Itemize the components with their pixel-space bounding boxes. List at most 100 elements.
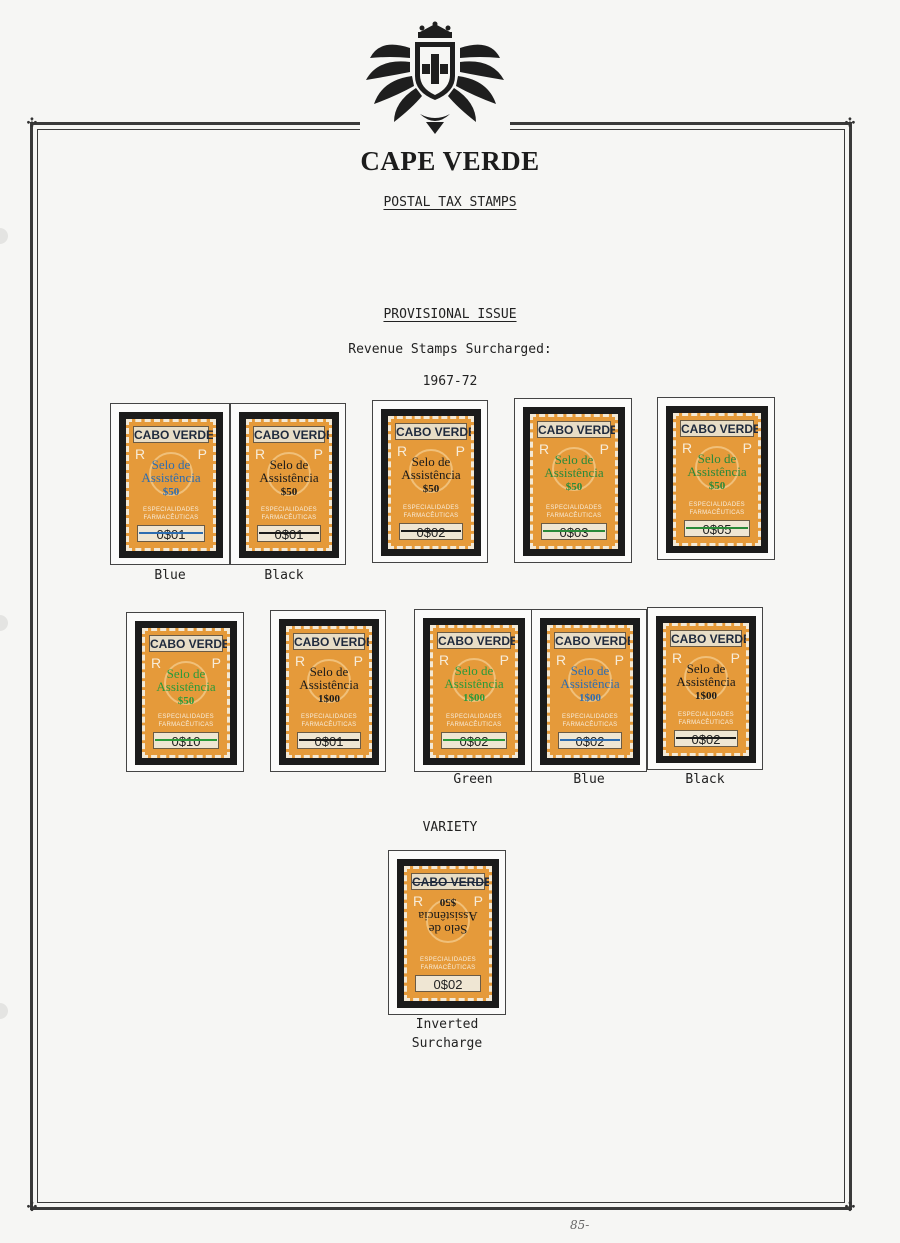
stamp-country-label: CABO VERDE [411,873,492,890]
binder-hole [0,228,8,244]
stamp-emblem-icon [164,661,208,705]
spec-line2: FARMACÊUTICAS [446,722,502,728]
stamp-emblem-icon [149,452,193,496]
stamp-emblem-icon [552,447,596,491]
surcharge-line1: Selo de [454,663,494,678]
stamp-emblem-icon [568,658,612,702]
stamp-emblem-icon [426,899,470,943]
spec-line1: ESPECIALIDADES [562,714,618,720]
spec-line2: FARMACÊUTICAS [420,965,476,971]
stamp-letter-p: P [197,446,207,462]
corner-ornament-icon: ✣ [844,1200,856,1215]
surcharge-value: $50 [280,486,298,498]
stamp-value-label: 0$05 [684,520,750,537]
surcharge-line1: Selo de [554,452,594,467]
stamp-country-label: CABO VERDE [680,420,761,437]
section-heading: PROVISIONAL ISSUE [383,307,517,322]
stamp-country-label: CABO VERDE [395,423,474,440]
surcharge-line1: Selo de [428,922,468,937]
stamp-letter-p: P [614,652,624,668]
surcharge-value: 1$00 [695,690,717,702]
obliterating-bar [543,530,605,532]
spec-line1: ESPECIALIDADES [446,714,502,720]
stamp-letter-p: P [353,653,363,669]
spec-line2: FARMACÊUTICAS [261,515,317,521]
variety-caption-line1: Inverted [415,1017,479,1032]
spec-line1: ESPECIALIDADES [158,714,214,720]
obliterating-bar [155,739,217,741]
spec-line1: ESPECIALIDADES [261,507,317,513]
surcharge-line2: Assistência [141,470,201,485]
surcharge-value: 1$00 [579,692,601,704]
stamp-value-label: 0$01 [297,732,361,749]
spec-line1: ESPECIALIDADES [420,957,476,963]
spec-line2: FARMACÊUTICAS [403,513,459,519]
stamp-letter-p: P [499,652,509,668]
stamp-country-label: CABO VERDE [149,635,230,652]
stamp-letter-r: R [151,655,162,671]
stamp-letter-p: P [313,446,323,462]
surcharge-value: 1$00 [463,692,485,704]
binder-hole [0,615,8,631]
surcharge-value: $50 [162,486,180,498]
stamp-country-label: CABO VERDE [437,632,518,649]
corner-ornament-icon: ✣ [844,116,856,131]
stamp-spec-text: ESPECIALIDADES FARMACÊUTICAS [435,713,513,729]
surcharge-line1: Selo de [151,457,191,472]
stamp-country-label: CABO VERDE [670,630,749,647]
spec-line1: ESPECIALIDADES [403,505,459,511]
corner-ornament-icon: ✣ [26,116,38,131]
stamp-letter-r: R [682,440,693,456]
stamp-country-label: CABO VERDE [293,633,372,650]
spec-line2: FARMACÊUTICAS [143,515,199,521]
surcharge-line2: Assistência [299,677,359,692]
stamp-letter-r: R [439,652,450,668]
pencil-note: 85- [570,1218,590,1232]
obliterating-bar [259,532,319,534]
stamp-letter-r: R [539,441,550,457]
stamp-emblem-icon [267,452,311,496]
variety-heading: VARIETY [422,820,478,835]
spec-line2: FARMACÊUTICAS [562,722,618,728]
section-years: 1967-72 [422,374,478,389]
stamp-letter-p: P [455,443,465,459]
surcharge-value: $50 [422,483,440,495]
stamp-letter-p: P [599,441,609,457]
obliterating-bar [560,739,620,741]
section-subheading: Revenue Stamps Surcharged: [348,342,552,357]
surcharge-value: $50 [565,481,583,493]
surcharge-line2: Assistência [156,679,216,694]
stamp-letter-p: P [742,440,752,456]
stamp-country-label: CABO VERDE [554,632,633,649]
stamp-spec-text: ESPECIALIDADES FARMACÊUTICAS [251,506,327,522]
obliterating-bar [139,532,203,534]
spec-line1: ESPECIALIDADES [301,714,357,720]
spec-line2: FARMACÊUTICAS [678,720,734,726]
surcharge-line1: Selo de [269,457,309,472]
stamp-letter-r: R [413,893,424,909]
